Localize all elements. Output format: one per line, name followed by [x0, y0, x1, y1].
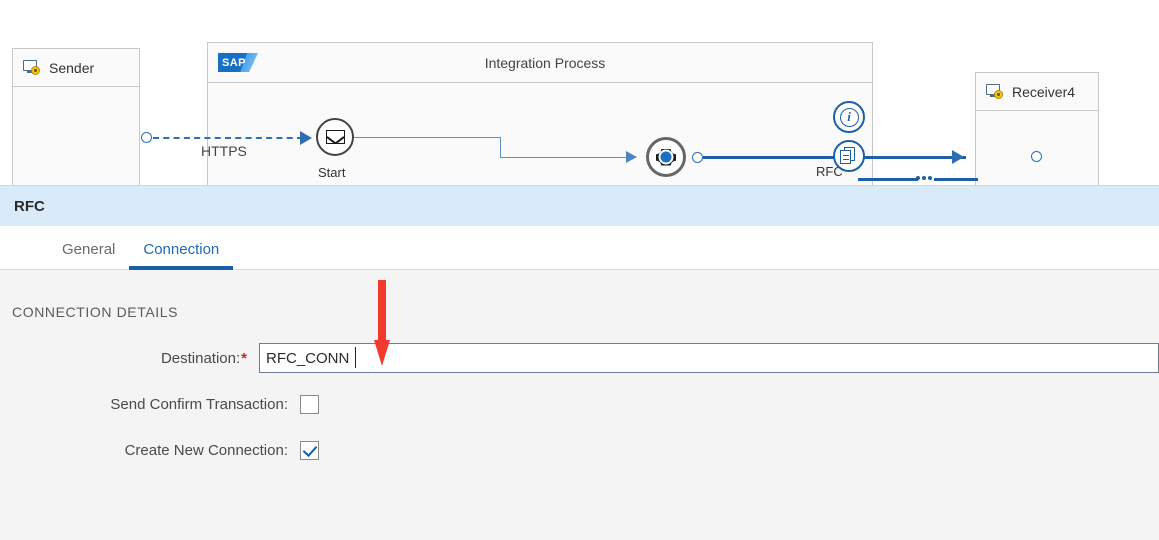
receiver4-participant[interactable]: Receiver4 [975, 72, 1099, 185]
message-envelope-icon [325, 130, 345, 144]
start-event[interactable] [316, 118, 354, 156]
connection-form: CONNECTION DETAILS Destination:* Send Co… [0, 270, 1159, 466]
dialog-header: RFC [0, 186, 1159, 226]
lower-flow-left[interactable] [858, 178, 918, 181]
integration-process-header: SAP Integration Process [208, 43, 872, 83]
converter-step[interactable] [646, 137, 686, 177]
rfc-flow-arrowhead [952, 150, 964, 164]
dialog-tabbar[interactable]: General Connection [0, 226, 1159, 270]
converter-endpoint[interactable] [692, 152, 703, 163]
integration-process-pool[interactable]: SAP Integration Process [207, 42, 873, 185]
bpmn-canvas[interactable]: Sender SAP Integration Process Receiver4… [0, 0, 1159, 185]
sender-label: Sender [49, 59, 95, 76]
https-flow-label: HTTPS [201, 143, 247, 159]
copy-icon[interactable] [833, 140, 865, 172]
system-icon [986, 84, 1003, 99]
sender-endpoint[interactable] [141, 132, 152, 143]
sequence-flow-arrowhead [626, 151, 637, 163]
sequence-flow-segment-2[interactable] [500, 137, 501, 157]
sender-participant[interactable]: Sender [12, 48, 140, 185]
dialog-title: RFC [14, 197, 45, 215]
info-icon[interactable]: i [833, 101, 865, 133]
sequence-flow-segment-1[interactable] [354, 137, 500, 138]
form-row-send-confirm-transaction: Send Confirm Transaction: [0, 388, 1159, 420]
section-title-connection-details: CONNECTION DETAILS [12, 304, 179, 320]
sap-logo-icon: SAP [218, 53, 258, 72]
form-row-destination: Destination:* [0, 342, 1159, 374]
converter-icon [656, 148, 676, 166]
sequence-flow-segment-3[interactable] [500, 157, 628, 158]
receiver4-endpoint[interactable] [1031, 151, 1042, 162]
send-confirm-transaction-checkbox[interactable] [300, 394, 319, 414]
text-caret [355, 347, 356, 368]
sender-header: Sender [13, 49, 139, 87]
https-message-flow[interactable] [153, 137, 303, 139]
tab-connection[interactable]: Connection [129, 241, 234, 270]
send-confirm-transaction-label: Send Confirm Transaction: [110, 395, 288, 413]
form-row-create-new-connection: Create New Connection: [0, 434, 1159, 466]
lower-flow-dotted-marker [916, 176, 932, 180]
start-event-label: Start [318, 165, 346, 180]
destination-input[interactable] [259, 343, 1159, 373]
create-new-connection-label: Create New Connection: [124, 441, 288, 459]
system-icon [23, 60, 40, 75]
create-new-connection-checkbox[interactable] [300, 440, 319, 460]
destination-label: Destination:* [160, 349, 247, 367]
properties-dialog: RFC General Connection CONNECTION DETAIL… [0, 185, 1159, 540]
tab-general[interactable]: General [62, 241, 116, 258]
lower-flow-right[interactable] [934, 178, 978, 181]
required-indicator: * [241, 349, 247, 367]
rfc-adapter-label: RFC [816, 164, 843, 179]
https-flow-arrowhead [300, 131, 312, 145]
receiver4-header: Receiver4 [976, 73, 1098, 111]
receiver4-label: Receiver4 [1012, 83, 1076, 100]
integration-process-label: Integration Process [484, 54, 606, 71]
